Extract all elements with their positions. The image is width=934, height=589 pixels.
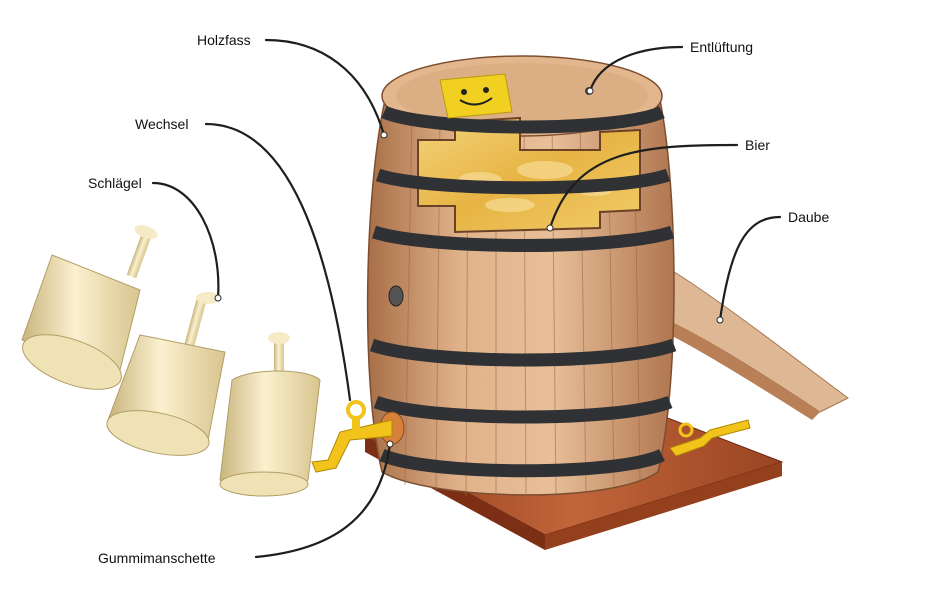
barrel (368, 56, 674, 498)
label-gummimanschette: Gummimanschette (98, 550, 215, 566)
mallet-3 (220, 332, 320, 496)
loose-stave (660, 268, 848, 420)
label-schlaegel: Schlägel (88, 175, 142, 191)
bung-hole (389, 286, 403, 306)
label-wechsel: Wechsel (135, 116, 188, 132)
label-holzfass: Holzfass (197, 32, 251, 48)
leader-daube (720, 217, 780, 320)
leader-holzfass (266, 40, 384, 135)
leader-schlaegel (153, 183, 218, 298)
label-bier: Bier (745, 137, 770, 153)
label-entlueftung: Entlüftung (690, 39, 753, 55)
label-daube: Daube (788, 209, 829, 225)
oktoberfest-logo (440, 74, 512, 118)
